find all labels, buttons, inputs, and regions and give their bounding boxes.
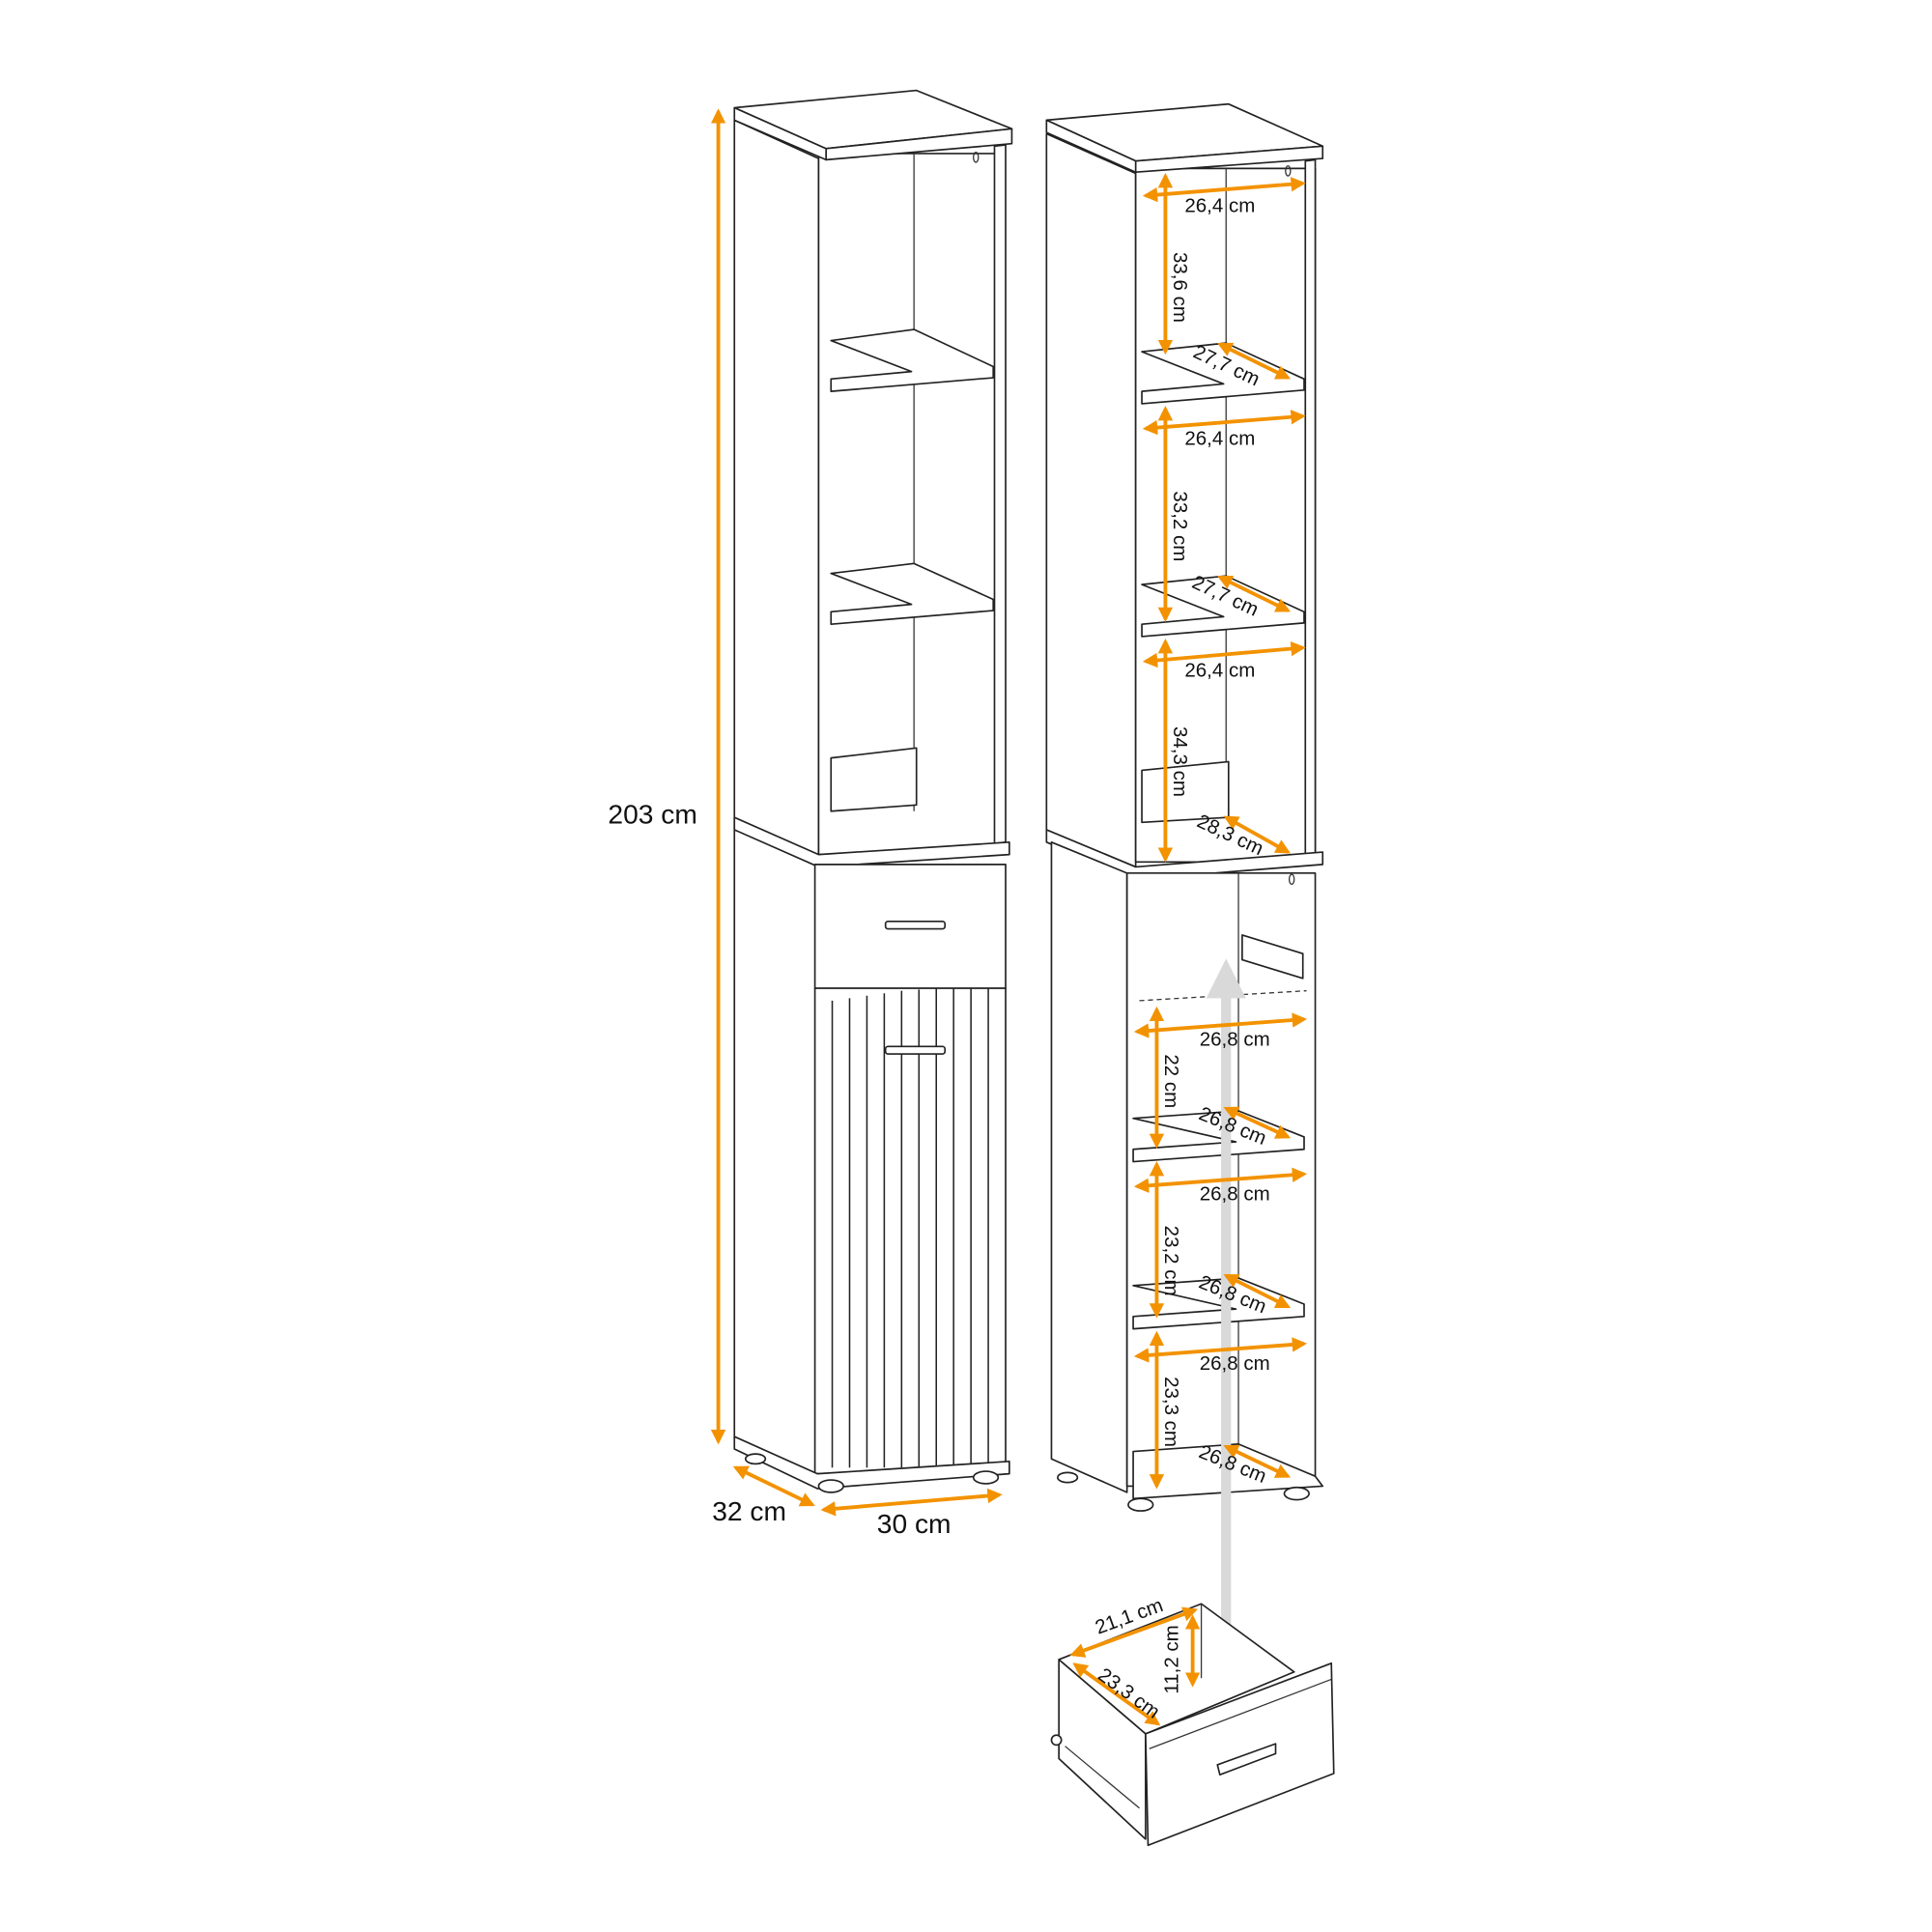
lower-1-height: 22 cm bbox=[1160, 1054, 1182, 1108]
closed-cabinet bbox=[733, 89, 1013, 1493]
middle-board bbox=[733, 816, 1010, 868]
side-panel bbox=[733, 119, 820, 1488]
drawer-height: 11,2 cm bbox=[1161, 1625, 1183, 1693]
drawer-box-handle bbox=[1216, 1743, 1277, 1776]
drawer-runner bbox=[1241, 934, 1304, 980]
width-label: 30 cm bbox=[877, 1508, 952, 1539]
upper-2-height: 33,2 cm bbox=[1169, 491, 1191, 561]
depth-arrow bbox=[732, 1465, 815, 1507]
height-label: 203 cm bbox=[608, 798, 696, 829]
lower-2-width: 26,8 cm bbox=[1200, 1183, 1270, 1206]
depth-label: 32 cm bbox=[712, 1495, 786, 1526]
door-grooves bbox=[831, 988, 989, 1468]
upper-1-height: 33,6 cm bbox=[1169, 252, 1191, 323]
upper-1-width: 26,4 cm bbox=[1184, 195, 1255, 217]
lower-2-height: 23,2 cm bbox=[1160, 1226, 1182, 1296]
lower-1-width: 26,8 cm bbox=[1200, 1028, 1270, 1050]
lower-3-width: 26,8 cm bbox=[1200, 1352, 1270, 1375]
drawer-handle bbox=[884, 921, 947, 930]
door-handle bbox=[884, 1045, 947, 1055]
lower-3-height: 23,3 cm bbox=[1160, 1377, 1182, 1447]
fluted-door bbox=[813, 987, 1007, 1475]
width-arrow bbox=[820, 1488, 1003, 1517]
upper-3-height: 34,3 cm bbox=[1169, 726, 1191, 797]
upper-3-width: 26,4 cm bbox=[1184, 659, 1255, 681]
drawer-front-panel bbox=[1145, 1662, 1335, 1847]
upper-2-width: 26,4 cm bbox=[1184, 428, 1255, 450]
